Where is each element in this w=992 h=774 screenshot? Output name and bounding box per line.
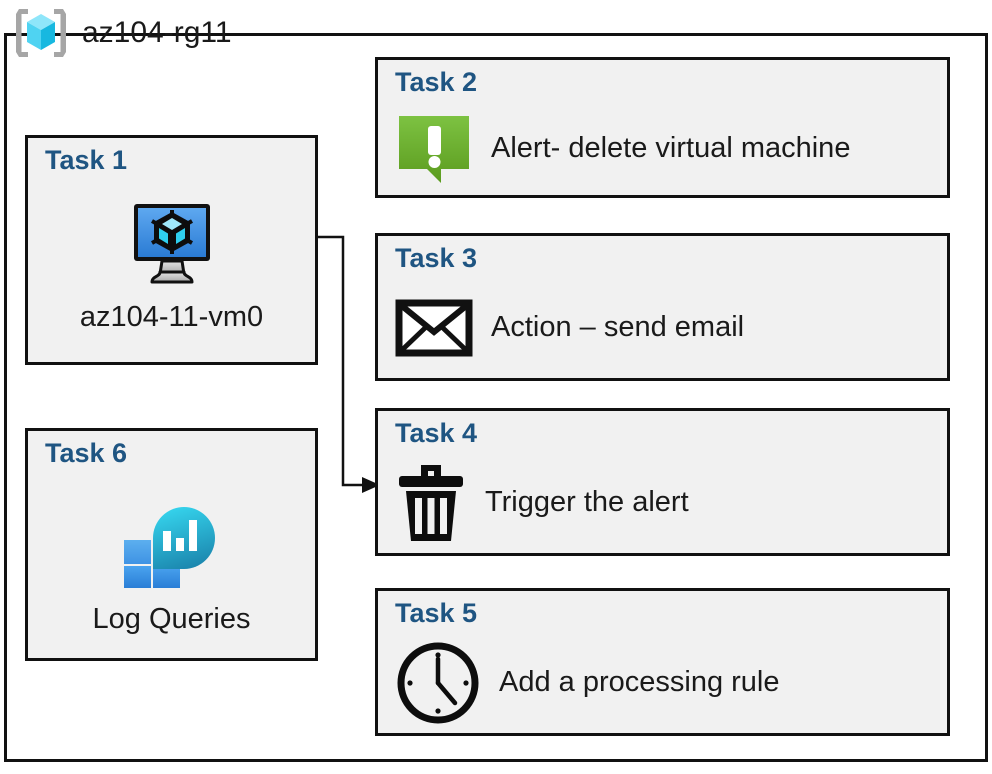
card-task3-body: Action – send email (395, 284, 937, 372)
virtual-machine-icon (133, 204, 210, 284)
card-task2-body: Alert- delete virtual machine (395, 108, 937, 189)
card-task5[interactable]: Task 5 Add a processing rule (375, 588, 950, 736)
resource-group-title: az104-rg11 (82, 16, 232, 49)
card-task2-label: Alert- delete virtual machine (491, 131, 851, 164)
card-task6[interactable]: Task 6 (25, 428, 318, 661)
log-analytics-icon (123, 506, 215, 588)
card-task4-label: Trigger the alert (485, 486, 689, 519)
card-task3-title: Task 3 (395, 243, 478, 273)
clock-icon (397, 642, 479, 724)
card-task1-title: Task 1 (45, 145, 128, 175)
card-task3[interactable]: Task 3 Action – send email (375, 233, 950, 381)
envelope-icon (395, 299, 473, 357)
resource-group-frame-notch (13, 60, 285, 80)
azure-resource-group-icon (16, 9, 66, 57)
card-task4[interactable]: Task 4 Trigger the alert (375, 408, 950, 556)
alert-exclamation-icon (399, 115, 469, 183)
card-task4-title: Task 4 (395, 418, 478, 448)
resource-group-frame (4, 33, 988, 762)
card-task1-body: az104-11-vm0 (28, 182, 315, 354)
card-task6-title: Task 6 (45, 438, 128, 468)
card-task6-body: Log Queries (28, 475, 315, 650)
card-task5-label: Add a processing rule (499, 666, 780, 699)
card-task2[interactable]: Task 2 Alert- delete virtual machine (375, 57, 950, 198)
card-task6-label: Log Queries (92, 602, 251, 635)
card-task1-label: az104-11-vm0 (79, 301, 264, 334)
trash-icon (399, 465, 463, 541)
card-task2-title: Task 2 (395, 67, 478, 97)
card-task5-title: Task 5 (395, 598, 478, 628)
card-task1[interactable]: Task 1 (25, 135, 318, 365)
card-task3-label: Action – send email (491, 311, 745, 344)
resource-group-header: az104-rg11 (10, 2, 232, 64)
card-task5-body: Add a processing rule (395, 639, 937, 727)
card-task4-body: Trigger the alert (395, 459, 937, 547)
